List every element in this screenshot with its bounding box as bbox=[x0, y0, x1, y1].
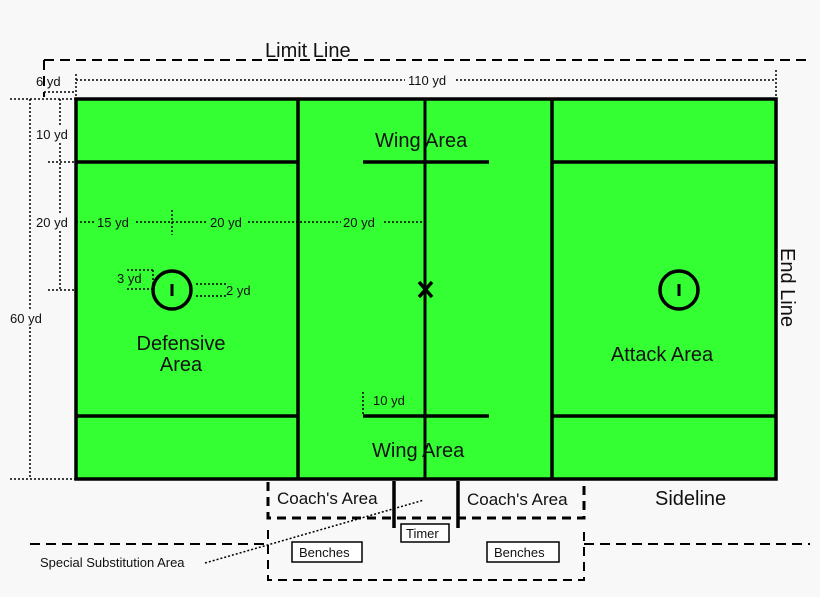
length-label: 110 yd bbox=[408, 73, 446, 88]
defensive-area-label-line1: Defensive bbox=[137, 333, 226, 355]
timer-label: Timer bbox=[406, 526, 439, 541]
wing-depth-label-bg bbox=[34, 126, 76, 142]
restrain-to-center-label: 20 yd bbox=[343, 215, 375, 230]
coachs-area-box bbox=[266, 482, 586, 520]
timer-box bbox=[400, 523, 450, 543]
goal-from-end-label-bg bbox=[95, 214, 135, 230]
goal-from-end-label: 15 yd bbox=[97, 215, 129, 230]
wing-area-bottom-label: Wing Area bbox=[372, 440, 465, 462]
goal-width-label: 2 yd bbox=[226, 283, 251, 298]
coachs-area-right-label: Coach's Area bbox=[467, 490, 568, 509]
length-label-bg bbox=[405, 72, 455, 88]
substitution-pointer bbox=[204, 499, 425, 564]
limit-line-label: Limit Line bbox=[265, 40, 351, 62]
benches-right-box bbox=[486, 541, 560, 563]
end-line-label: End Line bbox=[776, 248, 798, 327]
coachs-area-left-label: Coach's Area bbox=[277, 489, 378, 508]
wing-area-top-label: Wing Area bbox=[375, 130, 468, 152]
attack-area-label: Attack Area bbox=[611, 344, 714, 366]
right-goal-crease bbox=[658, 269, 700, 311]
bench-area-box bbox=[267, 530, 585, 581]
benches-right-label: Benches bbox=[494, 545, 545, 560]
crease-radius-label: 3 yd bbox=[117, 271, 142, 286]
left-goal-crease bbox=[151, 269, 193, 311]
width-label: 60 yd bbox=[10, 311, 42, 326]
special-substitution-label: Special Substitution Area bbox=[40, 555, 185, 570]
limit-offset-label: 6 yd bbox=[36, 74, 61, 89]
benches-left-label: Benches bbox=[299, 545, 350, 560]
goal-to-restrain-label: 20 yd bbox=[210, 215, 242, 230]
goal-from-side-label-bg bbox=[34, 214, 76, 230]
center-x-mark bbox=[417, 280, 434, 299]
goal-from-side-label: 20 yd bbox=[36, 215, 68, 230]
width-label-bg bbox=[8, 309, 48, 327]
sideline-label: Sideline bbox=[655, 488, 726, 510]
wing-depth-label: 10 yd bbox=[36, 127, 68, 142]
restrain-to-center-label-bg bbox=[341, 214, 383, 230]
defensive-area-label-line2: Area bbox=[160, 354, 203, 376]
goal-to-restrain-label-bg bbox=[208, 214, 248, 230]
benches-left-box bbox=[291, 541, 363, 563]
wing-offset-label: 10 yd bbox=[373, 393, 405, 408]
